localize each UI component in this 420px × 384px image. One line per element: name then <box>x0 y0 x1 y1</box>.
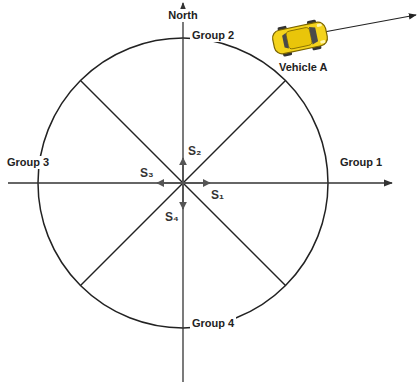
vector-label: S₁ <box>211 188 224 202</box>
vehicle-icon <box>270 18 329 59</box>
heading-arrow <box>324 15 416 32</box>
north-axis <box>182 3 183 382</box>
vector-arrow <box>182 158 184 183</box>
sector-label: Group 4 <box>190 317 236 330</box>
vector-label: S₃ <box>140 166 154 180</box>
vector-arrow <box>183 182 210 184</box>
vector-arrow <box>182 183 184 209</box>
vector-label: S₄ <box>165 210 179 224</box>
sector-label: Group 3 <box>5 156 51 169</box>
vector-label: S₂ <box>188 144 201 158</box>
axis-label: North <box>166 9 199 22</box>
vehicle-label: Vehicle A <box>279 61 328 74</box>
sector-label: Group 2 <box>190 29 236 42</box>
sector-label: Group 1 <box>340 156 382 169</box>
vector-arrow <box>157 182 183 184</box>
east-axis <box>8 182 392 183</box>
